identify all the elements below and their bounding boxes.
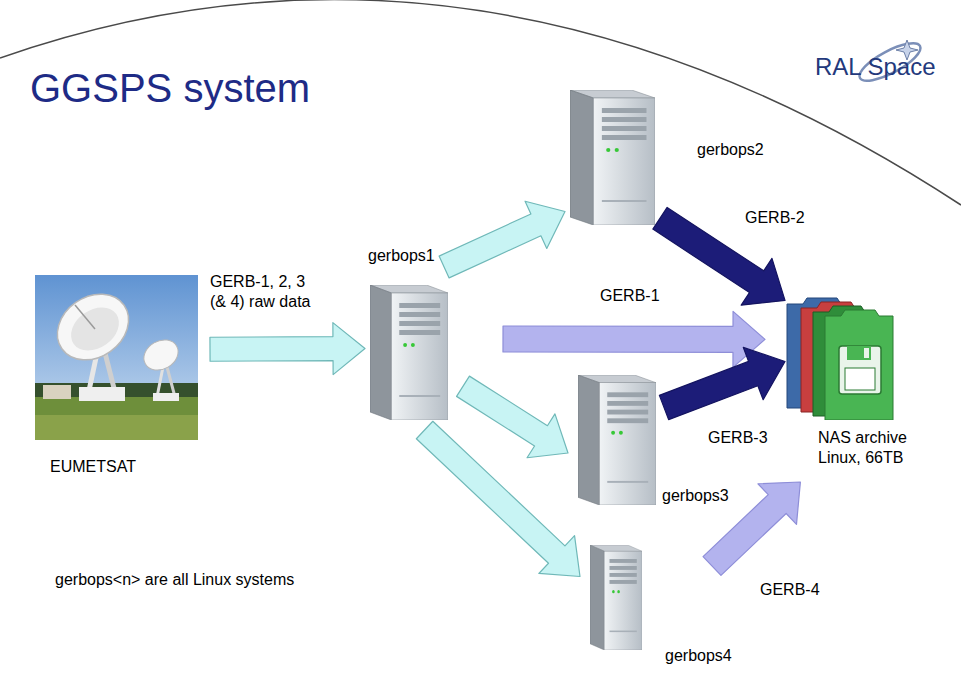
block-arrow [439,201,565,278]
server-icon: gerbops3 [578,375,656,505]
node-label: NAS archive Linux, 66TB [818,428,926,468]
server-icon: gerbops2 [570,90,655,225]
arrow-label: GERB-1, 2, 3 (& 4) raw data [210,272,320,312]
server-icon-graphic [590,545,642,650]
logo-text: RAL Space [815,52,936,82]
server-icon-graphic [570,90,655,225]
title: GGSPS system [30,66,310,110]
arrow-label: GERB-3 [708,428,768,448]
node-label: gerbops4 [665,646,732,666]
server-icon: gerbops4 [590,545,642,650]
ground-station-photo: EUMETSAT [35,275,198,440]
server-icon-graphic [370,285,448,420]
header-curve [0,0,961,205]
server-icon-graphic [578,375,656,505]
block-arrow [503,311,765,367]
node-label: gerbops1 [368,246,435,266]
node-label: gerbops3 [662,486,729,506]
node-label: EUMETSAT [50,457,136,477]
block-arrow [210,323,365,375]
ground-station-photo-graphic [35,275,198,440]
nas-archive-icon-graphic [785,290,895,420]
node-label: gerbops2 [697,140,764,160]
server-icon: gerbops1 [370,285,448,420]
footnote: gerbops<n> are all Linux systems [55,570,294,590]
nas-archive-icon: NAS archive Linux, 66TB [785,290,895,420]
arrow-label: GERB-1 [600,286,660,306]
block-arrow [659,347,785,419]
block-arrow [457,376,568,458]
arrow-label: GERB-4 [760,580,820,600]
arrow-label: GERB-2 [745,208,805,228]
block-arrow [416,421,580,576]
